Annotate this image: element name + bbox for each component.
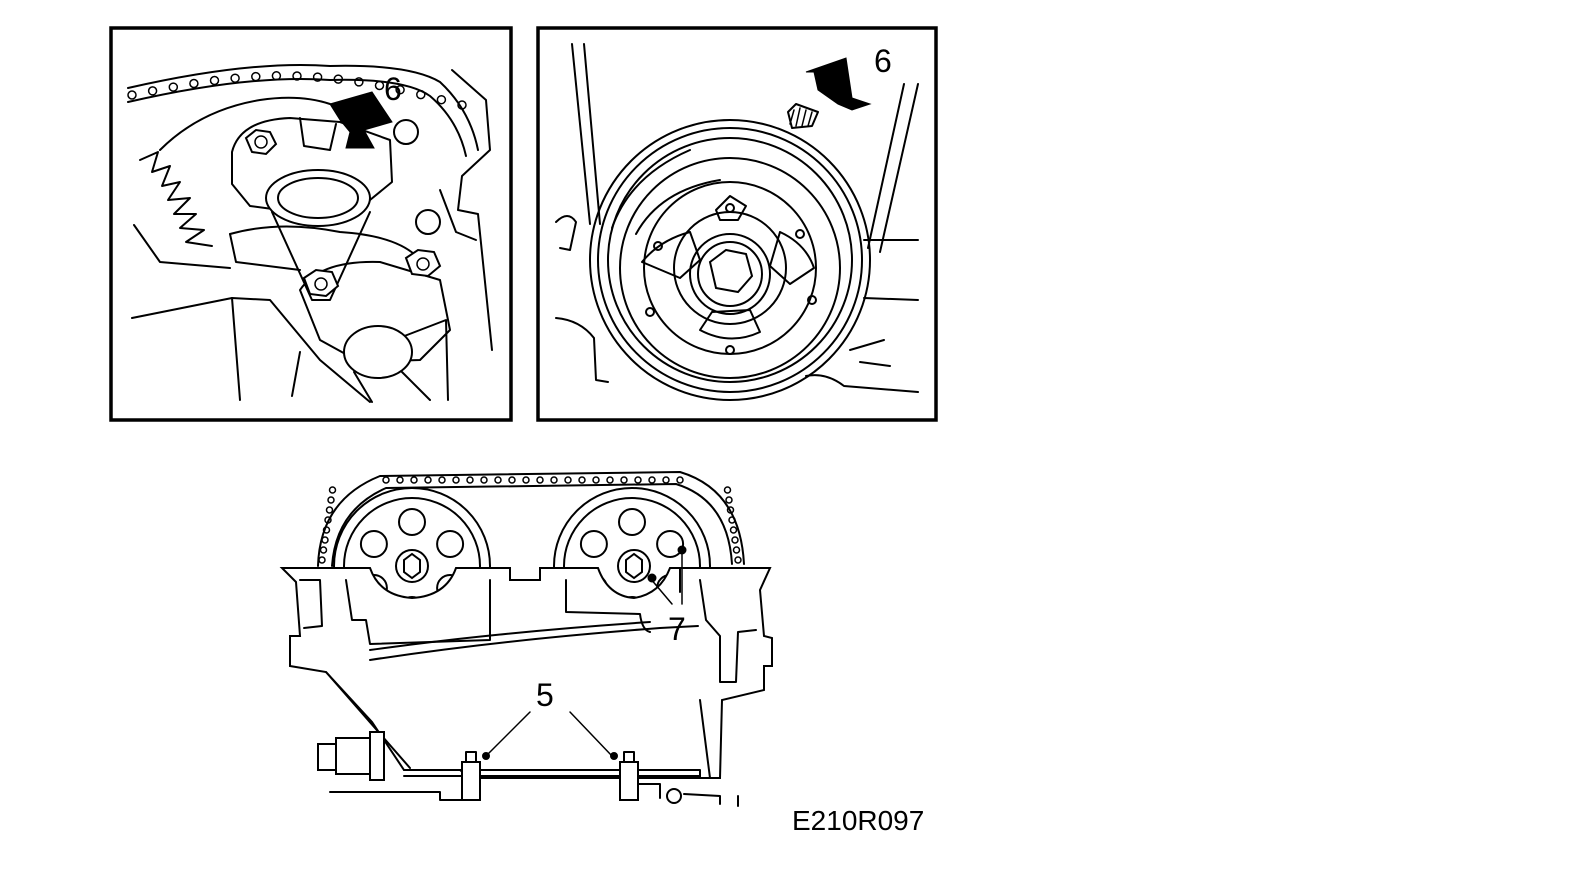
chain-link xyxy=(416,89,426,100)
cylinder-head-outline xyxy=(131,69,493,403)
chain-link xyxy=(127,90,137,100)
chain-link xyxy=(189,78,199,89)
timing-mark-notch xyxy=(787,103,819,129)
chain-link xyxy=(312,72,323,82)
arrow-pointer-left xyxy=(329,91,393,149)
chain-link xyxy=(522,476,530,484)
chain-link xyxy=(564,476,572,484)
chain-link xyxy=(319,546,328,554)
chain-link xyxy=(147,86,158,96)
chain-link xyxy=(410,476,418,484)
chain-link xyxy=(457,100,467,110)
chain-link xyxy=(322,526,331,534)
chain-link xyxy=(723,486,732,494)
chain-link xyxy=(396,476,404,484)
panel-frame-right xyxy=(536,26,938,422)
chain-link xyxy=(321,536,329,544)
chain-link xyxy=(328,486,337,494)
engine-background-lines xyxy=(555,215,919,393)
chain-link xyxy=(466,476,474,484)
chain-link xyxy=(374,80,385,91)
chain-link xyxy=(395,85,405,95)
chain-link xyxy=(325,506,334,514)
leader-lines xyxy=(482,549,683,760)
bolt-heads xyxy=(244,128,442,298)
chain-link xyxy=(676,476,684,484)
drive-belt xyxy=(571,43,919,253)
chain-link xyxy=(452,476,460,484)
chain-link xyxy=(318,556,326,564)
cylinder-head-body xyxy=(279,567,773,779)
chain-link xyxy=(209,75,220,86)
chain-link xyxy=(634,476,642,484)
camshaft-sprocket-teeth xyxy=(139,96,331,247)
chain-link xyxy=(438,476,446,484)
sprocket-hole xyxy=(656,530,685,558)
sprocket-hole xyxy=(359,530,388,558)
lower-edge-fittings xyxy=(329,751,739,807)
oil-sender-bolt xyxy=(317,731,385,781)
chain-link xyxy=(734,556,742,564)
chain-link xyxy=(726,506,735,514)
chain-link xyxy=(508,476,516,484)
chain-link xyxy=(550,476,558,484)
chain-link xyxy=(230,73,240,83)
sprocket-hole xyxy=(436,530,465,558)
timing-chain-top xyxy=(127,63,479,157)
figure-code: E210R097 xyxy=(792,805,924,836)
panel-camshaft-closeup: 6 xyxy=(109,26,513,422)
chain-link xyxy=(271,71,282,81)
panel-crankshaft-pulley: 6 xyxy=(536,26,938,422)
callout-5: 5 xyxy=(536,677,554,713)
chain-link xyxy=(728,516,736,524)
sprocket-hole xyxy=(579,530,608,558)
chain-link xyxy=(480,476,488,484)
chain-link xyxy=(732,546,741,554)
chain-link xyxy=(606,476,614,484)
chain-link xyxy=(536,476,544,484)
arrow-pointer-right xyxy=(805,57,872,111)
timing-chain-loop xyxy=(317,471,745,567)
chain-link xyxy=(494,476,502,484)
chain-link xyxy=(662,476,670,484)
chain-link xyxy=(729,526,738,534)
callout-7: 7 xyxy=(668,611,686,647)
sprocket-hole xyxy=(618,508,646,536)
chain-link xyxy=(725,496,733,504)
chain-link xyxy=(324,516,332,524)
crankshaft-pulley xyxy=(589,119,871,401)
chain-link xyxy=(731,536,739,544)
chain-link xyxy=(382,476,390,484)
chain-link xyxy=(578,476,586,484)
chain-link xyxy=(620,476,628,484)
chain-link xyxy=(648,476,656,484)
callout-6-left: 6 xyxy=(384,71,402,107)
chain-link xyxy=(251,71,261,82)
sprocket-hole xyxy=(398,508,426,536)
chain-link xyxy=(592,476,600,484)
callout-6-right: 6 xyxy=(874,43,892,79)
chain-link xyxy=(292,71,302,81)
chain-link xyxy=(354,77,364,87)
chain-link xyxy=(424,476,432,484)
chain-link xyxy=(333,74,344,84)
chain-link xyxy=(436,94,447,105)
chain-link xyxy=(168,82,179,92)
chain-link xyxy=(327,496,335,504)
panel-cylinder-head: 7 5 xyxy=(279,471,773,807)
camshaft-body xyxy=(229,169,451,403)
